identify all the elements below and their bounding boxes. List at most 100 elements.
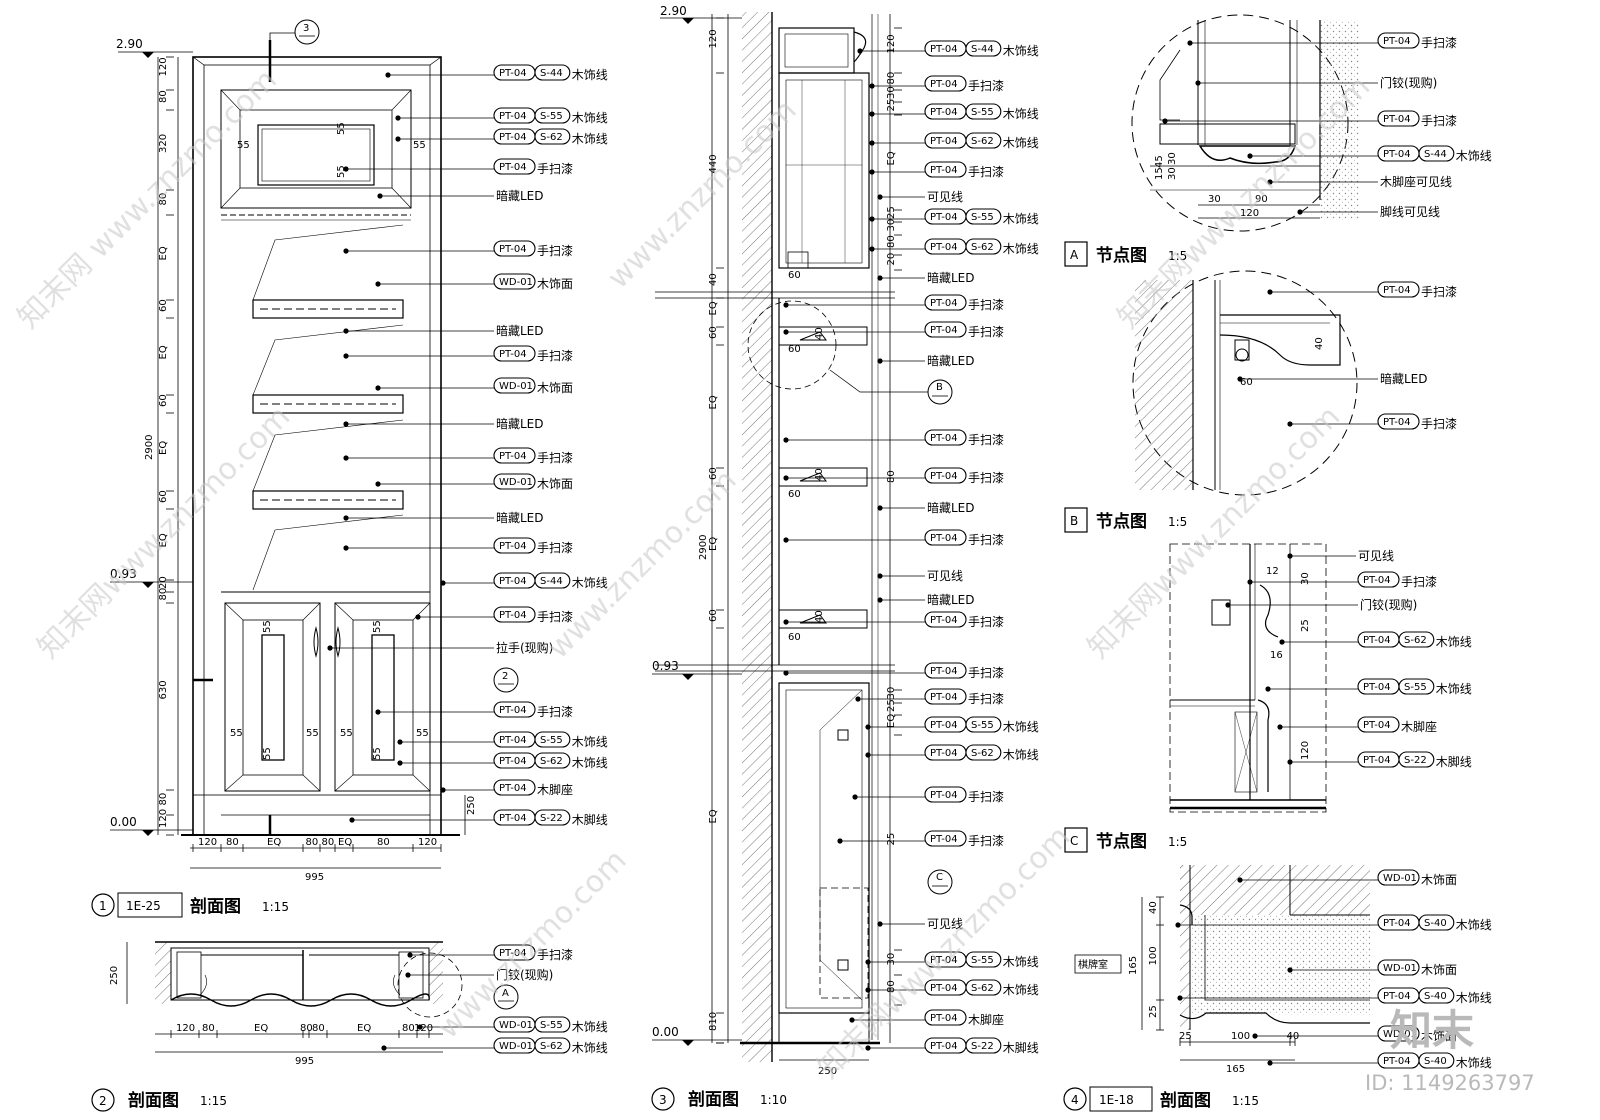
material-label[interactable]: 暗藏LED [343,323,544,338]
dim-text: EQ [708,809,719,823]
material-code-tag: PT-04 [493,537,536,554]
material-code-text: S-62 [971,242,994,253]
material-label[interactable]: 脚线可见线 [1297,204,1440,219]
section-callout-3[interactable]: 3 [269,19,320,45]
material-label[interactable]: 暗藏LED [377,188,544,203]
section-callout-2[interactable]: 2 [493,667,519,693]
material-label[interactable]: 拉手(现购) [327,640,553,655]
title-view-4: 4 1E-18 剖面图 1:15 [1063,1086,1259,1112]
material-label[interactable]: 可见线 [877,569,963,583]
material-label[interactable]: 暗藏LED [343,510,544,525]
material-label[interactable]: 可见线 [1287,549,1394,563]
material-label-text: 暗藏LED [927,500,975,515]
material-label[interactable]: 暗藏LED [877,270,975,285]
inner-dim-text: 55 [230,728,243,739]
detail-dim-text: 30 [1300,572,1311,585]
material-label[interactable]: 可见线 [877,190,963,204]
material-sub-tag: S-40 [1418,1052,1455,1069]
material-label[interactable]: 暗藏LED [877,353,975,368]
material-code-text: WD-01 [499,1041,533,1052]
detail-callout-c[interactable]: C [927,869,953,895]
material-code-text: WD-01 [1383,963,1417,974]
detail-callout-a[interactable]: A [493,984,519,1010]
material-label-text: 木饰线 [572,111,608,125]
title3-num: 3 [659,1093,667,1107]
callout-b-text: B [936,382,943,393]
detail-callout-b[interactable]: B [829,369,953,405]
material-sub-tag: S-62 [534,752,571,769]
material-code-tag: PT-04 [924,161,967,178]
material-label[interactable]: 暗藏LED [1237,371,1428,386]
material-label[interactable]: 门铰(现购) [1195,75,1437,90]
material-label[interactable]: 暗藏LED [877,592,975,607]
material-label[interactable]: 可见线 [877,917,963,931]
material-label[interactable]: 暗藏LED [343,416,544,431]
material-label[interactable]: 门铰(现购) [405,967,553,982]
material-label[interactable]: 木脚座可见线 [1267,174,1452,189]
material-label[interactable]: 暗藏LED [877,500,975,515]
material-label[interactable]: 门铰(现购) [1225,597,1417,612]
material-code-tag: WD-01 [493,273,536,290]
